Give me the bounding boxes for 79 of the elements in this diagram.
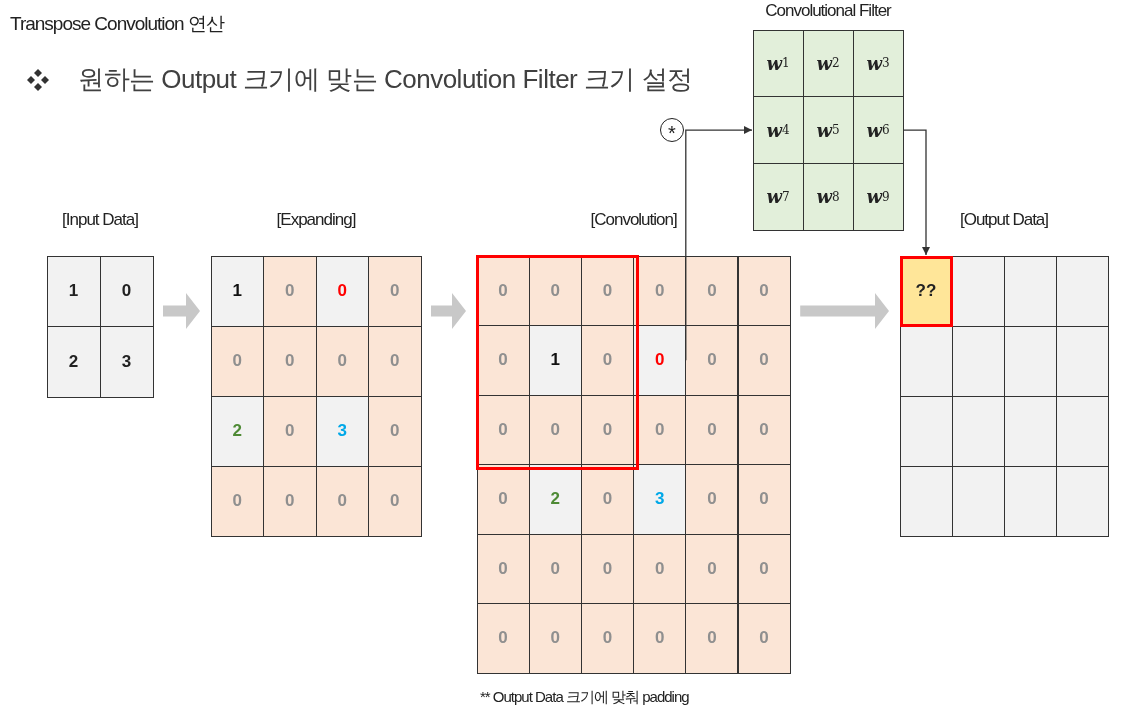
matrix-cell: ??: [899, 255, 953, 327]
matrix-cell: 0: [580, 394, 635, 465]
matrix-cell: 0: [263, 325, 317, 397]
matrix-cell: [1055, 465, 1109, 537]
matrix-cell: 0: [528, 533, 582, 604]
matrix-cell: 0: [685, 394, 739, 465]
block-arrow: [163, 293, 200, 329]
matrix-cell: 0: [633, 533, 687, 604]
matrix-cell: 0: [315, 325, 369, 397]
matrix-cell: 0: [263, 395, 317, 467]
matrix-cell: 0: [368, 395, 422, 467]
matrix-cell: 2: [210, 395, 264, 467]
matrix-cell: 0: [580, 464, 635, 535]
matrix-cell: 0: [528, 394, 582, 465]
matrix-cell: 3: [99, 326, 154, 398]
matrix-cell: 0: [685, 255, 739, 326]
matrix-cell: [951, 325, 1005, 397]
connector-arrow: [685, 126, 753, 361]
matrix-cell: 0: [737, 464, 791, 535]
matrix-cell: 0: [633, 325, 687, 396]
matrix-cell: 0: [580, 533, 635, 604]
matrix-cell: 0: [476, 325, 530, 396]
matrix-cell: [1003, 395, 1057, 467]
matrix-cell: 0: [210, 465, 264, 537]
matrix-cell: 0: [368, 255, 422, 327]
subtitle: 원하는 Output 크기에 맞는 Convolution Filter 크기 설정: [78, 63, 693, 96]
connector-arrow: [902, 129, 930, 256]
matrix-heading: [Output Data]: [959, 210, 1049, 230]
matrix-heading: [Convolution]: [590, 210, 677, 230]
matrix-cell: 0: [580, 325, 635, 396]
matrix-cell: 0: [210, 325, 264, 397]
matrix-cell: 0: [315, 465, 369, 537]
matrix-cell: 0: [685, 603, 739, 674]
matrix-cell: 0: [99, 255, 154, 327]
matrix-cell: 0: [685, 464, 739, 535]
matrix-cell: [1055, 255, 1109, 327]
matrix-cell: 1: [46, 255, 101, 327]
matrix-cell: 0: [476, 603, 530, 674]
matrix-cell: [951, 395, 1005, 467]
matrix-cell: [1003, 255, 1057, 327]
matrix-cell: 0: [315, 255, 369, 327]
matrix-cell: 0: [633, 603, 687, 674]
matrix-cell: 0: [263, 255, 317, 327]
matrix-cell: 0: [737, 325, 791, 396]
matrix-cell: 0: [263, 465, 317, 537]
matrix-cell: [1003, 325, 1057, 397]
footnote: ** Output Data 크기에 맞춰 padding: [480, 688, 689, 707]
matrix-cell: [1003, 465, 1057, 537]
matrix-cell: [951, 255, 1005, 327]
matrix-cell: 3: [633, 464, 687, 535]
matrix-cell: 1: [528, 325, 582, 396]
matrix-cell: [899, 465, 953, 537]
matrix-cell: [899, 395, 953, 467]
matrix-cell: 0: [368, 465, 422, 537]
matrix-cell: 1: [210, 255, 264, 327]
matrix-cell: 0: [737, 603, 791, 674]
matrix-cell: [951, 465, 1005, 537]
title: Transpose Convolution 연산: [10, 12, 224, 36]
matrix-cell: 0: [737, 533, 791, 604]
matrix-cell: [1055, 325, 1109, 397]
block-arrow: [800, 293, 889, 329]
matrix-cell: 2: [46, 326, 101, 398]
matrix-cell: 0: [685, 533, 739, 604]
block-arrow: [431, 293, 466, 329]
matrix-heading: [Input Data]: [62, 210, 138, 230]
matrix-cell: 0: [685, 325, 739, 396]
matrix-cell: 0: [528, 603, 582, 674]
matrix-cell: 3: [315, 395, 369, 467]
matrix-cell: 0: [580, 603, 635, 674]
matrix-heading: Convolutional Filter: [765, 1, 891, 21]
matrix-cell: 2: [528, 464, 582, 535]
matrix-cell: 0: [476, 533, 530, 604]
matrix-cell: 0: [368, 325, 422, 397]
matrix-cell: 0: [737, 255, 791, 326]
matrix-heading: [Expanding]: [276, 210, 356, 230]
matrix-cell: [899, 325, 953, 397]
matrix-cell: [1055, 395, 1109, 467]
matrix-cell: 0: [476, 464, 530, 535]
matrix-cell: 0: [737, 394, 791, 465]
